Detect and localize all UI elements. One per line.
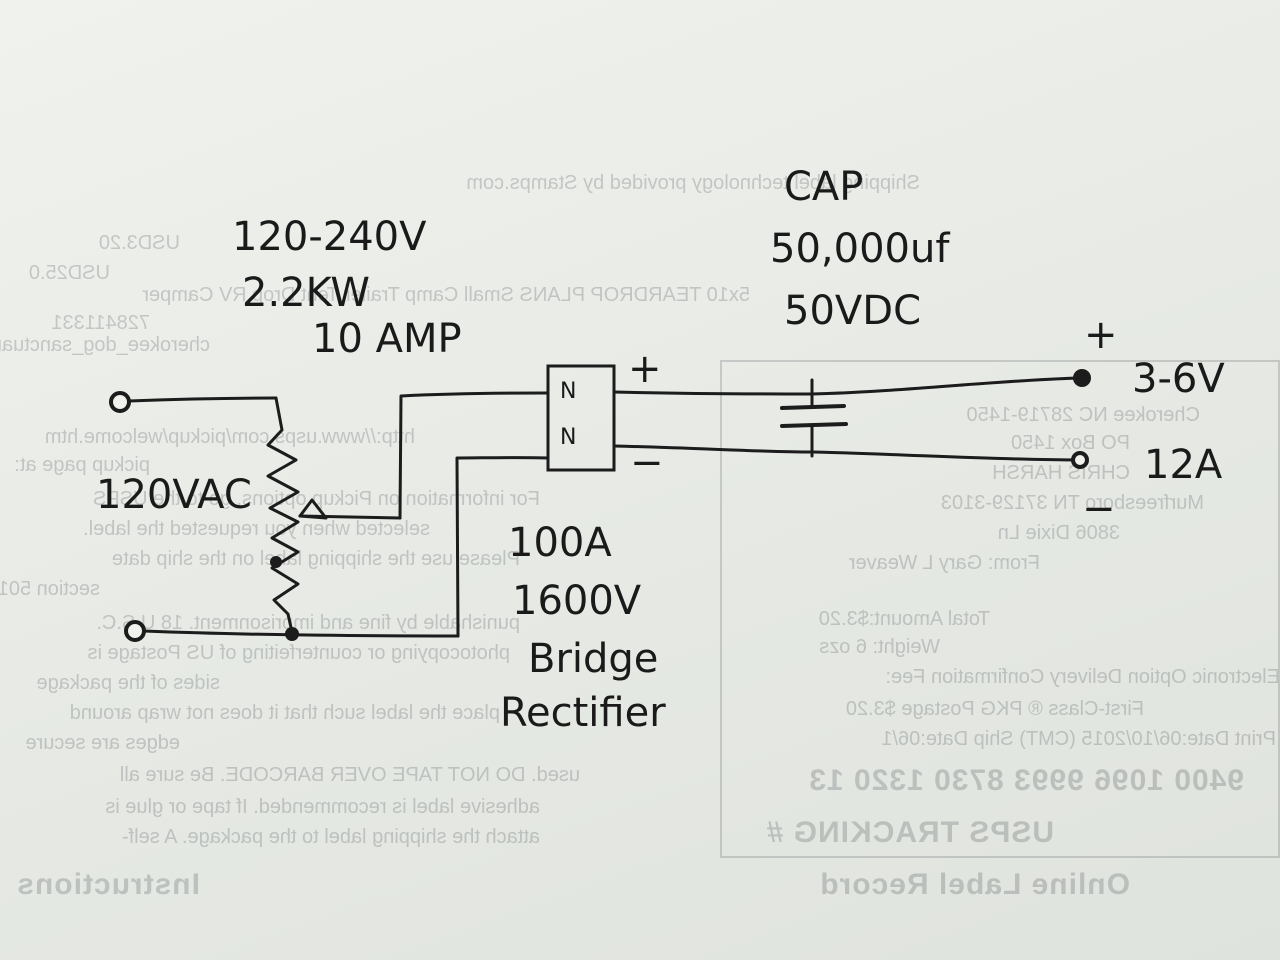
rectifier-name: Rectifier bbox=[500, 690, 666, 736]
negative-rail bbox=[612, 444, 1080, 462]
cap-title: CAP bbox=[784, 164, 863, 210]
input-wire-top bbox=[127, 396, 278, 403]
input-voltage-label: 120VAC bbox=[96, 472, 252, 518]
wire-to-bridge-ac1 bbox=[398, 391, 550, 520]
input-terminal-top bbox=[109, 391, 131, 413]
potentiometer-resistor bbox=[266, 396, 300, 634]
rectifier-voltage: 1600V bbox=[512, 578, 642, 624]
rating-voltage: 120-240V bbox=[232, 214, 427, 260]
cap-voltage: 50VDC bbox=[784, 288, 921, 334]
bridge-pin-label: N bbox=[560, 425, 576, 450]
junction-dot bbox=[285, 627, 299, 641]
cap-value: 50,000uf bbox=[770, 226, 950, 272]
junction-dot bbox=[270, 556, 282, 568]
wiper-wire bbox=[298, 514, 402, 520]
output-terminal-positive bbox=[1073, 369, 1091, 387]
bridge-pin-label: N bbox=[560, 379, 576, 404]
capacitor-plate-bottom bbox=[780, 422, 848, 428]
input-wire-bottom bbox=[142, 629, 460, 638]
output-voltage: 3-6V bbox=[1132, 356, 1225, 402]
bridge-plus-label: + bbox=[628, 346, 662, 392]
positive-rail bbox=[612, 376, 1082, 396]
output-plus: + bbox=[1084, 312, 1118, 358]
bridge-minus-label: − bbox=[630, 440, 664, 486]
rectifier-name: Bridge bbox=[528, 636, 658, 682]
output-current: 12A bbox=[1144, 442, 1223, 488]
rating-current: 10 AMP bbox=[312, 316, 462, 362]
rectifier-current: 100A bbox=[508, 520, 612, 566]
wire-to-bridge-ac2 bbox=[455, 456, 550, 638]
output-minus: − bbox=[1082, 486, 1116, 532]
output-terminal-negative bbox=[1071, 451, 1089, 469]
rating-power: 2.2KW bbox=[242, 270, 370, 316]
capacitor-plate-top bbox=[780, 404, 846, 410]
input-terminal-bottom bbox=[124, 620, 146, 642]
bridge-rectifier-box bbox=[546, 364, 616, 472]
